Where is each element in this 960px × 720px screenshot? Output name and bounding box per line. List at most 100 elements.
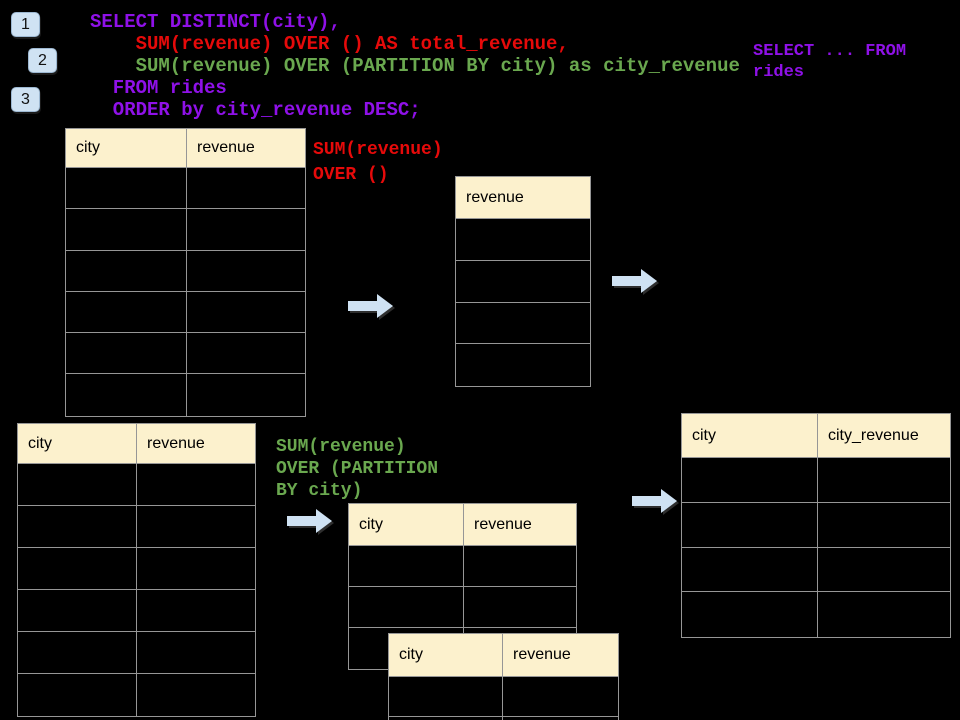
- table-header-row: city revenue: [349, 504, 576, 546]
- table-cell: [66, 168, 187, 209]
- table-cell: [137, 590, 255, 631]
- column-header: revenue: [147, 434, 205, 452]
- column-header: city: [66, 129, 187, 167]
- table-cell: [18, 464, 137, 505]
- table-cell: [456, 303, 590, 344]
- table-total-result: revenue: [455, 176, 591, 388]
- flow-arrow-icon: [632, 489, 677, 513]
- table-cell: [18, 548, 137, 589]
- table-city-revenue-result: city city_revenue: [681, 413, 951, 639]
- sql-code-line: SUM(revenue) OVER () AS total_revenue,: [135, 33, 569, 55]
- sql-code-block: SELECT DISTINCT(city),SUM(revenue) OVER …: [90, 11, 740, 121]
- table-row: [18, 590, 255, 632]
- table-header-row: city revenue: [66, 129, 305, 168]
- table-cell: [187, 251, 305, 291]
- table-header-row: city city_revenue: [682, 414, 950, 458]
- table-cell: [456, 344, 590, 386]
- column-header: city: [682, 414, 818, 457]
- code-line: SUM(revenue): [313, 140, 443, 160]
- column-header: city: [389, 634, 503, 676]
- table-source-total: city revenue: [65, 128, 306, 417]
- table-row: [456, 344, 590, 386]
- table-cell: [682, 458, 818, 502]
- table-cell: [818, 458, 950, 502]
- table-header-row: city revenue: [18, 424, 255, 464]
- column-header: city: [18, 424, 137, 463]
- table-row: [389, 717, 618, 720]
- table-cell: [137, 506, 255, 547]
- table-cell: [818, 548, 950, 592]
- table-row: [66, 168, 305, 210]
- table-cell: [187, 292, 305, 332]
- table-row: [682, 458, 950, 503]
- table-cell: [456, 261, 590, 302]
- table-cell: [389, 677, 503, 716]
- table-cell: [66, 333, 187, 374]
- code-line: BY city): [276, 481, 363, 501]
- step-badge-1: 1: [11, 12, 40, 37]
- table-row: [456, 303, 590, 345]
- code-line: OVER (PARTITION: [276, 459, 439, 479]
- table-cell: [682, 547, 818, 592]
- column-header: city_revenue: [828, 426, 919, 444]
- table-row: [349, 587, 576, 628]
- column-header: revenue: [474, 515, 532, 533]
- table-cell: [137, 464, 255, 505]
- table-row: [18, 548, 255, 590]
- sql-code-line: FROM rides: [112, 77, 227, 99]
- table-row: [682, 502, 950, 548]
- table-cell: [137, 548, 255, 589]
- table-cell: [18, 590, 137, 631]
- annotation-sum-over-total: SUM(revenue) OVER (): [313, 138, 443, 188]
- column-header: revenue: [513, 646, 571, 663]
- table-row: [66, 209, 305, 251]
- table-cell: [187, 168, 305, 208]
- step-badge-2: 2: [28, 48, 57, 73]
- column-header: city: [349, 504, 464, 545]
- table-row: [18, 674, 255, 716]
- flow-arrow-icon: [348, 294, 393, 318]
- table-header-row: revenue: [456, 177, 590, 219]
- table-row: [66, 333, 305, 375]
- sql-code-line: SELECT DISTINCT(city),: [90, 11, 341, 33]
- table-row: [18, 506, 255, 548]
- code-line: OVER (): [313, 165, 389, 185]
- table-cell: [464, 546, 576, 586]
- table-cell: [464, 587, 576, 627]
- flow-arrow-icon: [287, 509, 332, 533]
- table-cell: [66, 209, 187, 250]
- table-cell: [18, 632, 137, 673]
- table-row: [18, 464, 255, 506]
- table-row: [66, 250, 305, 292]
- code-line: SUM(revenue): [276, 437, 406, 457]
- table-source-partition: city revenue: [17, 423, 256, 717]
- table-partition-step: city revenue: [348, 503, 577, 670]
- table-cell: [66, 250, 187, 291]
- table-cell: [187, 333, 305, 373]
- table-header-row: city revenue: [389, 634, 618, 677]
- table-row: [682, 592, 950, 638]
- table-cell: [66, 374, 187, 416]
- table-cell: [137, 632, 255, 673]
- table-row: [456, 219, 590, 261]
- code-line: SELECT ... FROM: [753, 42, 907, 61]
- table-partition-overlay: city revenue: [388, 633, 619, 720]
- column-header: revenue: [466, 188, 524, 206]
- table-cell: [503, 677, 618, 716]
- table-cell: [818, 503, 950, 547]
- column-header: revenue: [197, 139, 255, 156]
- table-cell: [187, 209, 305, 249]
- step-badge-3: 3: [11, 87, 40, 112]
- table-row: [349, 546, 576, 587]
- sql-side-note: SELECT ... FROM rides: [753, 41, 906, 83]
- table-cell: [456, 219, 590, 260]
- sql-code-line: ORDER by city_revenue DESC;: [112, 99, 421, 121]
- table-row: [389, 677, 618, 717]
- table-cell: [66, 291, 187, 333]
- flow-arrow-icon: [612, 269, 657, 293]
- table-cell: [682, 502, 818, 547]
- table-cell: [682, 592, 818, 638]
- table-row: [456, 261, 590, 303]
- table-cell: [818, 592, 950, 637]
- code-line: rides: [753, 63, 805, 82]
